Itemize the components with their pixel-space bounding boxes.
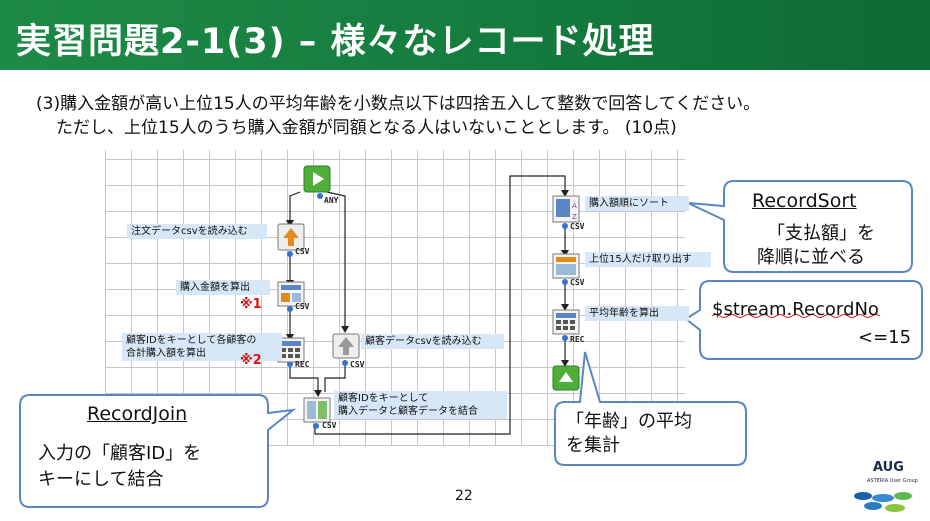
tag-rec-1: REC (295, 360, 310, 369)
join-icon (303, 397, 331, 423)
record-sort-line-1: 「支払額」を (767, 223, 875, 244)
calc-icon-1 (277, 281, 305, 307)
tag-csv-1: CSV (295, 247, 310, 256)
record-sort-line-2: 降順に並べる (757, 247, 865, 268)
callout-record-no (684, 280, 923, 360)
tag-csv-2: CSV (295, 302, 310, 311)
connector-start-customers (326, 191, 346, 328)
label-sum-line-2: 合計購入額を算出 (126, 348, 206, 359)
connector-start-read (289, 191, 301, 222)
tag-csv-6: CSV (570, 278, 585, 287)
label-calc-amount: 購入金額を算出 (176, 280, 270, 295)
label-join: 顧客IDをキーとして 購入データと顧客データを結合 (334, 391, 507, 419)
title-bar: 実習問題2-1(3) – 様々なレコード処理 (0, 0, 930, 70)
question-line-2: ただし、上位15人のうち購入金額が同額となる人はいないこととします。 (10点) (56, 118, 677, 138)
question-line-1: (3)購入金額が高い上位15人の平均年齢を小数点以下は四捨五入して整数で回答して… (36, 94, 761, 114)
sort-icon: A Z (552, 195, 580, 223)
logo-subtitle: ASTERIA User Group (867, 478, 918, 484)
label-avg-age: 平均年齢を算出 (585, 306, 689, 321)
connector-sum-join (289, 362, 319, 392)
avg-line-1: 「年齢」の平均 (566, 411, 692, 432)
end-icon (552, 365, 580, 391)
avg-icon (552, 309, 580, 335)
label-sum-line-1: 顧客IDをキーとして各顧客の (126, 335, 257, 346)
note-1: ※1 (240, 297, 262, 312)
tag-csv-4: CSV (322, 421, 337, 430)
callout-record-sort (687, 180, 913, 273)
callout-record-join (19, 394, 297, 508)
aggregate-icon (277, 337, 305, 363)
logo-text: AUG (873, 460, 904, 475)
tag-any: ANY (324, 196, 339, 205)
question-text: (3)購入金額が高い上位15人の平均年齢を小数点以下は四捨五入して整数で回答して… (36, 92, 760, 140)
filter-icon (552, 253, 580, 279)
record-sort-title: RecordSort (752, 190, 857, 212)
record-no-line-1: $stream.RecordNo (712, 299, 879, 320)
record-join-title: RecordJoin (87, 403, 188, 425)
connector-join-sort (314, 175, 566, 435)
label-read-orders: 注文データcsvを読み込む (127, 224, 267, 239)
csv-read-icon-2 (332, 333, 360, 359)
tag-csv-5: CSV (570, 222, 585, 231)
logo-graphic-icon (854, 492, 912, 512)
label-sort: 購入額順にソート (585, 196, 689, 211)
tag-csv-3: CSV (350, 360, 365, 369)
label-join-line-2: 購入データと顧客データを結合 (338, 406, 478, 417)
connector-customers-join (324, 360, 346, 392)
record-join-line-2: キーにして結合 (38, 469, 164, 490)
page-title: 実習問題2-1(3) – 様々なレコード処理 (16, 22, 655, 62)
label-read-customers: 顧客データcsvを読み込む (361, 334, 504, 349)
label-sum-by-customer: 顧客IDをキーとして各顧客の 合計購入額を算出 (122, 333, 282, 361)
start-icon (303, 165, 331, 193)
svg-text:Z: Z (572, 213, 577, 221)
page-number: 22 (455, 488, 473, 504)
note-2: ※2 (240, 353, 262, 368)
label-top15: 上位15人だけ取り出す (585, 252, 711, 267)
record-join-line-1: 入力の「顧客ID」を (38, 443, 202, 464)
svg-text:A: A (572, 202, 577, 210)
label-join-line-1: 顧客IDをキーとして (338, 393, 429, 404)
record-no-line-2: <=15 (858, 327, 912, 348)
aug-logo: AUG ASTERIA User Group (845, 456, 925, 516)
avg-line-2: を集計 (566, 435, 620, 456)
csv-read-icon (277, 223, 305, 251)
callout-avg (554, 351, 747, 466)
tag-rec-2: REC (570, 335, 585, 344)
